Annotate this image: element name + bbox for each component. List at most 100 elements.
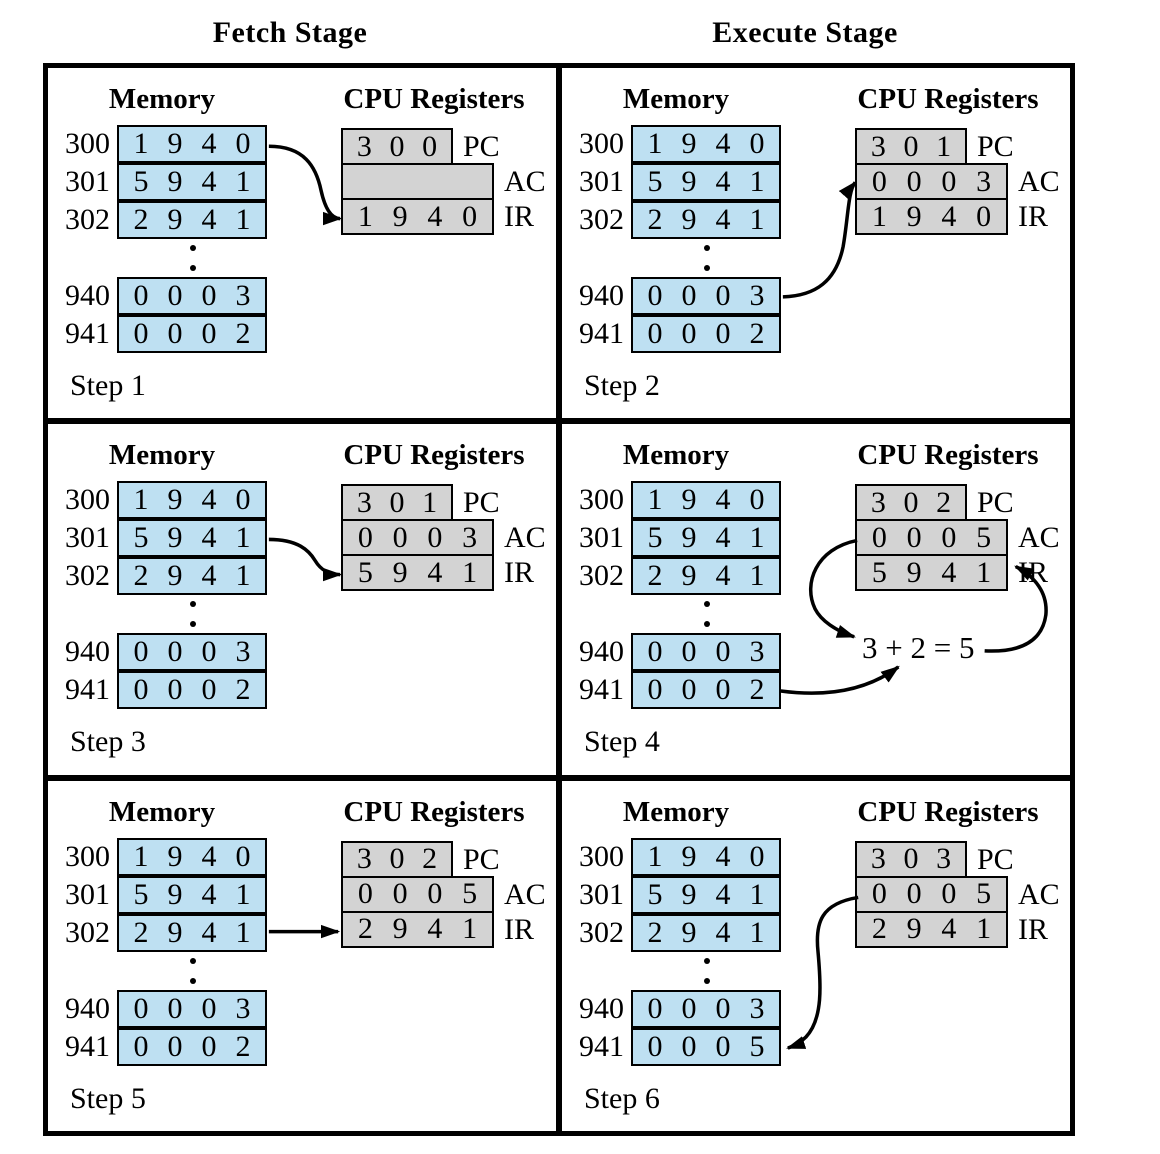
digit: 0 xyxy=(941,520,957,554)
step-label: Step 2 xyxy=(584,369,660,402)
digit: 0 xyxy=(462,199,478,233)
cpu-registers-title: CPU Registers xyxy=(343,83,525,115)
memory-address-label: 302 xyxy=(579,203,624,236)
fetch-stage-header: Fetch Stage xyxy=(212,16,368,49)
step-label: Step 6 xyxy=(584,1081,660,1115)
digit: 9 xyxy=(906,555,922,589)
digit: 3 xyxy=(749,991,765,1025)
digit: 3 xyxy=(870,842,886,876)
digit: 4 xyxy=(201,877,217,911)
arrow-layer xyxy=(268,538,343,582)
memory-address-label: 302 xyxy=(579,915,624,949)
memory-address-label: 302 xyxy=(65,915,110,949)
memory-title: Memory xyxy=(622,83,730,115)
digit: 0 xyxy=(167,673,183,707)
ellipsis-dots xyxy=(190,245,196,271)
dot xyxy=(704,957,710,964)
digit: 0 xyxy=(201,635,217,669)
ellipsis-dots xyxy=(190,601,196,628)
register-label-ir: IR xyxy=(504,200,534,233)
register-label-pc: PC xyxy=(463,486,500,520)
digit: 0 xyxy=(201,317,217,350)
digit: 9 xyxy=(681,877,697,911)
digit: 4 xyxy=(201,559,217,593)
digit: 0 xyxy=(133,673,149,707)
digit: 4 xyxy=(715,559,731,593)
digit: 2 xyxy=(357,912,373,946)
digit: 1 xyxy=(235,915,251,949)
cpu-registers-title: CPU Registers xyxy=(857,439,1039,472)
digit: 4 xyxy=(941,912,957,946)
digit: 5 xyxy=(357,555,373,589)
digit: 5 xyxy=(976,877,992,911)
digit: 1 xyxy=(749,559,765,593)
digit: 4 xyxy=(427,555,443,589)
digit: 1 xyxy=(976,912,992,946)
arrow-layer xyxy=(268,144,343,226)
digit: 0 xyxy=(201,1029,217,1063)
digit: 0 xyxy=(647,1029,663,1063)
digit: 9 xyxy=(167,877,183,911)
digit: 0 xyxy=(906,877,922,911)
cpu-registers-title: CPU Registers xyxy=(343,439,525,472)
memory-address-label: 940 xyxy=(579,635,624,669)
digit: 0 xyxy=(681,673,697,707)
digit: 4 xyxy=(941,199,957,233)
memory-address-label: 300 xyxy=(579,839,624,873)
memory-title: Memory xyxy=(108,795,216,828)
register-label-pc: PC xyxy=(977,842,1014,876)
register-label-pc: PC xyxy=(463,130,500,163)
register-label-pc: PC xyxy=(463,842,500,876)
register-label-pc: PC xyxy=(977,486,1014,520)
digit: 1 xyxy=(749,521,765,555)
digit: 0 xyxy=(681,279,697,312)
digit: 0 xyxy=(715,635,731,669)
dot xyxy=(190,957,196,964)
memory-address-label: 941 xyxy=(65,317,110,350)
digit: 0 xyxy=(389,129,405,163)
digit: 0 xyxy=(167,279,183,312)
memory-address-label: 301 xyxy=(65,165,110,198)
digit: 5 xyxy=(462,877,478,911)
memory-address-label: 300 xyxy=(65,127,110,160)
digit: 0 xyxy=(133,1029,149,1063)
digit: 2 xyxy=(235,673,251,707)
digit: 3 xyxy=(749,635,765,669)
memory-address-label: 301 xyxy=(65,877,110,911)
digit: 0 xyxy=(167,635,183,669)
arrow-layer xyxy=(268,924,341,938)
digit: 0 xyxy=(427,520,443,554)
digit: 1 xyxy=(133,483,149,517)
digit: 2 xyxy=(133,915,149,949)
digit: 1 xyxy=(235,877,251,911)
digit: 4 xyxy=(201,165,217,198)
digit: 5 xyxy=(647,165,663,198)
digit: 3 xyxy=(870,485,886,519)
memory-address-label: 301 xyxy=(579,521,624,555)
digit: 9 xyxy=(392,555,408,589)
digit: 9 xyxy=(906,199,922,233)
digit: 1 xyxy=(462,555,478,589)
digit: 3 xyxy=(235,991,251,1025)
digit: 9 xyxy=(167,839,183,873)
memory-title: Memory xyxy=(622,439,730,472)
digit: 3 xyxy=(870,129,886,163)
digit: 1 xyxy=(462,912,478,946)
digit: 3 xyxy=(356,842,372,876)
dot xyxy=(190,245,196,251)
digit: 0 xyxy=(749,127,765,160)
memory-address-label: 302 xyxy=(65,559,110,593)
digit: 5 xyxy=(871,555,887,589)
digit: 2 xyxy=(936,485,952,519)
